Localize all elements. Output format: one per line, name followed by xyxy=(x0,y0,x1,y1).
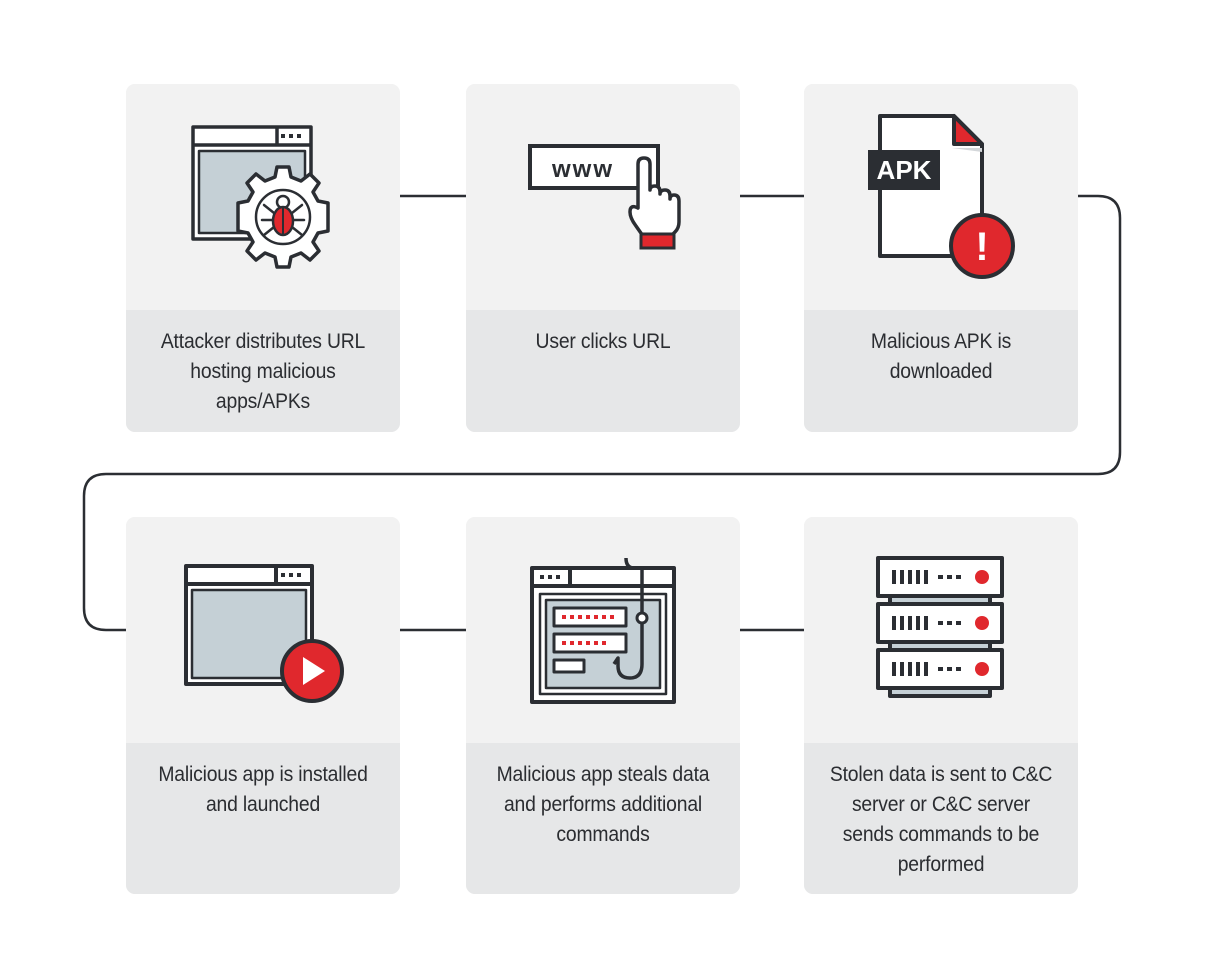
server-stack-icon xyxy=(876,556,1004,698)
step-card-2: User clicks URL xyxy=(466,84,740,432)
app-launch-icon xyxy=(184,564,344,703)
step-5-label: Malicious app steals data and performs a… xyxy=(496,762,710,846)
step-card-4-label-area: Malicious app is installed and launched xyxy=(126,743,400,894)
step-card-5-label-area: Malicious app steals data and performs a… xyxy=(466,743,740,894)
apk-file-warning-icon: APK ! xyxy=(868,114,1015,279)
step-3-label: Malicious APK is downloaded xyxy=(870,329,1012,383)
apk-alert-text: ! xyxy=(975,225,988,269)
malware-bug-icon xyxy=(191,125,330,269)
url-www-text: www xyxy=(551,156,614,183)
step-card-3-label-area: Malicious APK is downloaded xyxy=(804,310,1078,432)
step-card-6-label-area: Stolen data is sent to C&C server or C&C… xyxy=(804,743,1078,894)
phishing-hook-icon xyxy=(530,557,676,704)
step-card-2-icon-area xyxy=(466,84,740,310)
step-1-label: Attacker distributes URL hosting malicio… xyxy=(160,329,366,413)
step-4-label: Malicious app is installed and launched xyxy=(158,762,368,816)
step-card-2-label-area: User clicks URL xyxy=(466,310,740,432)
step-card-1-label-area: Attacker distributes URL hosting malicio… xyxy=(126,310,400,432)
step-6-label: Stolen data is sent to C&C server or C&C… xyxy=(829,762,1053,876)
url-click-icon: www xyxy=(528,144,681,250)
apk-file-text: APK xyxy=(877,155,932,185)
step-2-label: User clicks URL xyxy=(535,329,671,353)
